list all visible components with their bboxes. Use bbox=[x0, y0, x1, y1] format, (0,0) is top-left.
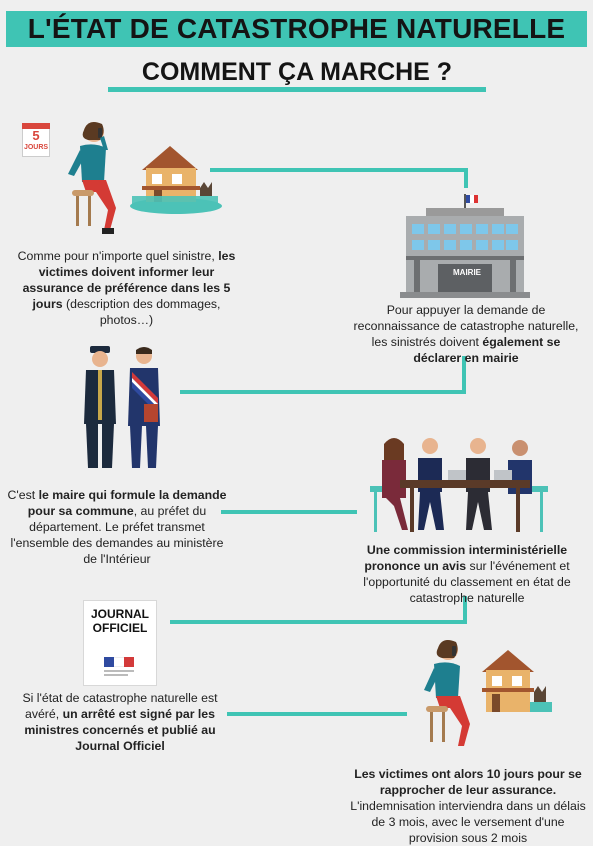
woman-on-phone-icon-2 bbox=[424, 640, 470, 746]
connector-line-3 bbox=[221, 510, 357, 514]
journal-title-line2: OFFICIEL bbox=[92, 621, 148, 635]
town-hall-icon bbox=[400, 194, 530, 298]
step-4-text: Une commission interministérielle pronon… bbox=[348, 542, 586, 606]
step-6-text: Les victimes ont alors 10 jours pour se … bbox=[348, 766, 588, 846]
step-3-text-post: , au préfet du département. Le préfet tr… bbox=[10, 504, 224, 566]
flag-blue-stripe bbox=[104, 657, 114, 667]
commission-meeting-icon bbox=[370, 438, 548, 532]
step-2-text: Pour appuyer la demande de reconnaissanc… bbox=[350, 302, 582, 366]
step-3-text: C'est le maire qui formule la demande po… bbox=[4, 487, 230, 567]
page-title: L'ÉTAT DE CATASTROPHE NATURELLE bbox=[27, 13, 566, 44]
journal-caption-line bbox=[104, 670, 134, 672]
step-6-text-post: L'indemnisation interviendra dans un dél… bbox=[350, 799, 586, 845]
step-4-text-post: sur l'événement et l'opportunité du clas… bbox=[363, 559, 571, 605]
journal-title-line1: JOURNAL bbox=[90, 607, 149, 621]
title-banner bbox=[6, 11, 587, 47]
page-subtitle: COMMENT ÇA MARCHE ? bbox=[141, 58, 453, 86]
flag-red-stripe bbox=[124, 657, 134, 667]
prefect-and-mayor-icon bbox=[84, 346, 160, 468]
step-5-text-pre: Si l'état de catastrophe naturelle est a… bbox=[22, 691, 218, 721]
mairie-label: MAIRIE bbox=[453, 268, 481, 277]
subtitle-underline bbox=[108, 87, 486, 92]
flag-white-stripe bbox=[114, 657, 124, 667]
connector-line-2-down bbox=[462, 356, 466, 393]
journal-caption-line-2 bbox=[104, 674, 128, 676]
step-2-text-pre: Pour appuyer la demande de reconnaissanc… bbox=[353, 303, 579, 349]
step-3-text-bold: le maire qui formule la demande pour sa … bbox=[27, 488, 227, 518]
connector-line-5 bbox=[227, 712, 407, 716]
step-4-text-bold: Une commission interministérielle pronon… bbox=[364, 543, 568, 573]
step-5-text: Si l'état de catastrophe naturelle est a… bbox=[8, 690, 232, 754]
house-icon bbox=[482, 650, 552, 712]
calendar-icon: 5 JOURS bbox=[22, 123, 50, 157]
step-1-text-pre: Comme pour n'importe quel sinistre, bbox=[17, 249, 219, 263]
step-2-text-bold: également se déclarer en mairie bbox=[413, 335, 561, 365]
journal-officiel-icon: JOURNAL OFFICIEL bbox=[84, 601, 156, 685]
connector-line-4 bbox=[170, 620, 467, 624]
step-3-text-pre: C'est bbox=[7, 488, 39, 502]
connector-line-4-down bbox=[463, 596, 467, 624]
woman-on-phone-icon bbox=[68, 122, 116, 234]
step-6-text-bold: Les victimes ont alors 10 jours pour se … bbox=[354, 767, 582, 797]
step-1-text: Comme pour n'importe quel sinistre, les … bbox=[14, 248, 239, 328]
connector-line-1 bbox=[210, 168, 468, 172]
step-5-text-bold: un arrêté est signé par les ministres co… bbox=[24, 707, 216, 753]
calendar-number: 5 bbox=[32, 128, 40, 143]
flooded-house-icon bbox=[130, 146, 222, 214]
calendar-label: JOURS bbox=[23, 144, 49, 151]
connector-line-1-down bbox=[464, 168, 468, 188]
step-1-text-post: (description des dommages, photos…) bbox=[62, 297, 221, 327]
connector-line-2 bbox=[180, 390, 466, 394]
step-1-text-bold: les victimes doivent informer leur assur… bbox=[22, 249, 236, 311]
